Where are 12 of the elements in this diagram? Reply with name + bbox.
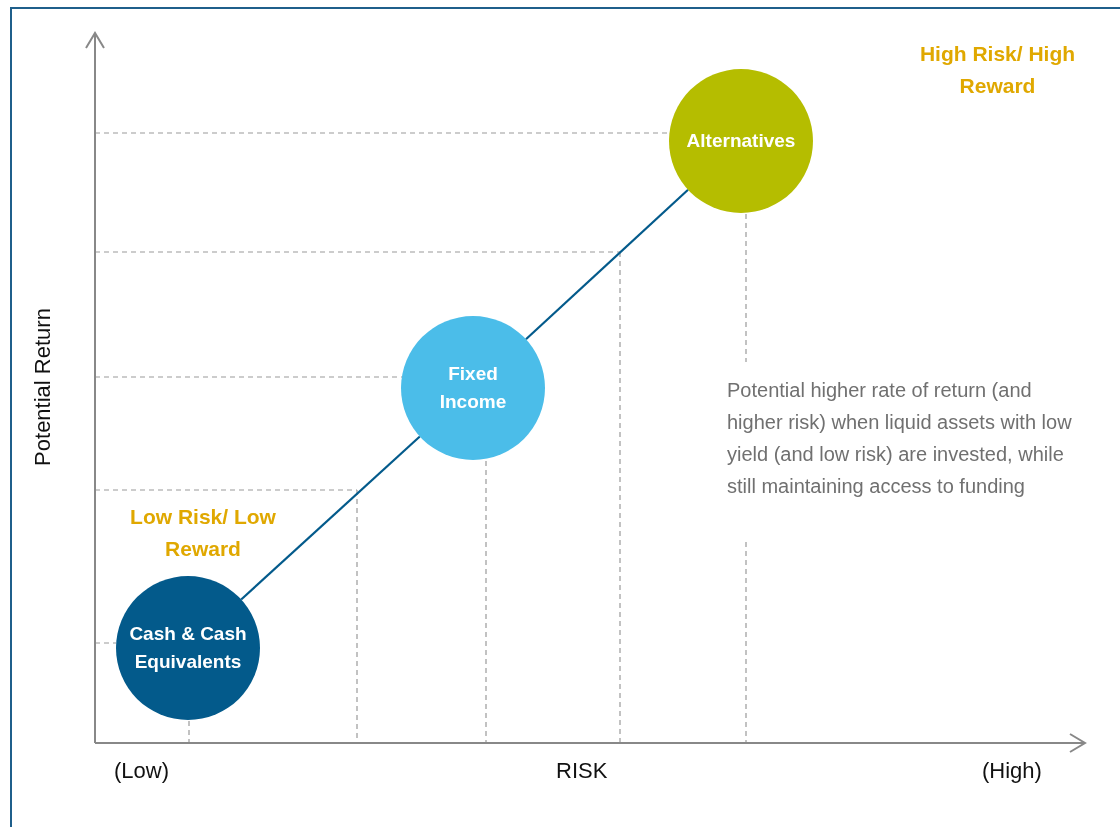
circle-label: Fixed Income <box>438 362 508 414</box>
axis-label: (High) <box>982 758 1042 784</box>
connector-line <box>525 189 689 340</box>
quadrant-label: High Risk/ High Reward <box>918 41 1077 99</box>
axis-label: (Low) <box>114 758 169 784</box>
circle-label: Cash & Cash Equivalents <box>128 622 248 674</box>
quadrant-label: Low Risk/ Low Reward <box>129 504 277 562</box>
connector-line <box>240 435 421 601</box>
axis-title: RISK <box>556 758 608 784</box>
circle-label: Alternatives <box>686 129 796 153</box>
axis-title: Potential Return <box>29 308 56 466</box>
description-text: Potential higher rate of return (and higher risk) when liquid assets with low yield (and low risk) are invested, while still maintaining access to funding <box>727 378 1072 499</box>
